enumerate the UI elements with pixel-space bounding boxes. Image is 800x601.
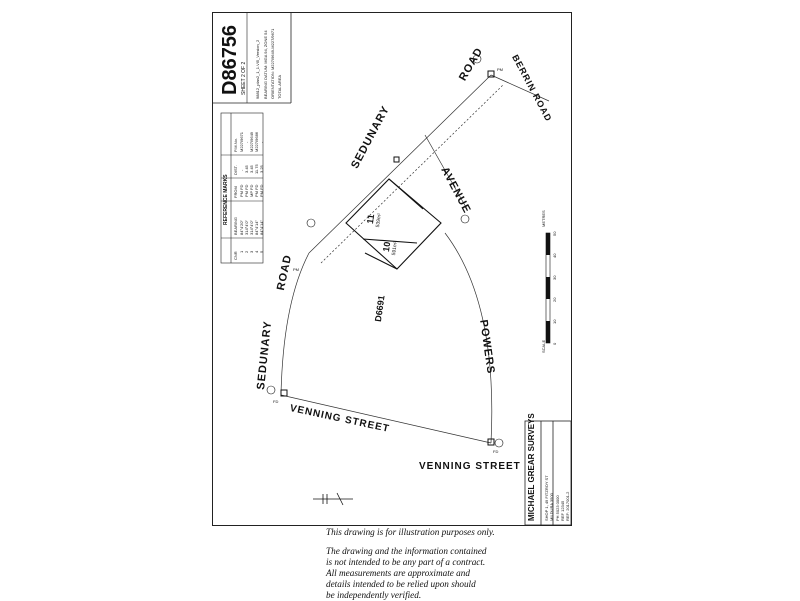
surveyor-ref: REF: 2017001-2 xyxy=(565,491,570,521)
ref-row-5-pm: - xyxy=(259,141,264,143)
datum-line-2: BEARING DATUM: MGA 94, ZONE 54 xyxy=(263,30,268,99)
venning-street-label-bottom: VENNING STREET xyxy=(419,461,521,472)
ref-header-cnr: CNR xyxy=(233,251,238,260)
disclaimer-para-line-2: is not intended to be any part of a cont… xyxy=(326,557,486,567)
survey-plan-drawing xyxy=(213,13,571,525)
fd-label-left: FD xyxy=(273,399,279,404)
plan-number: D86756 xyxy=(219,24,241,95)
disclaimer-line-1: This drawing is for illustration purpose… xyxy=(326,527,495,537)
scale-tick-30: 30 xyxy=(552,275,557,280)
scale-bar xyxy=(545,232,551,344)
allotment-boundaries xyxy=(345,178,442,270)
reference-marks-title: REFERENCE MARKS xyxy=(223,174,229,225)
survey-marks xyxy=(266,54,504,448)
surveyor-line-2: MILDURA 3500 xyxy=(549,493,554,521)
reference-marks-table-grid xyxy=(220,112,264,264)
ref-row-5-from: PM FD xyxy=(259,184,264,197)
scale-tick-0: 0 xyxy=(552,342,557,345)
datum-line-1: 98812_plan2_1_1.VI5_Version_2 xyxy=(255,39,260,99)
road-lines xyxy=(280,74,550,444)
pm-label-top: PM xyxy=(497,67,503,72)
disclaimer-para-line-5: be independently verified. xyxy=(326,590,422,600)
datum-line-3: ORIENTATION: M227/9649-M227/9671 xyxy=(270,28,275,99)
plan-sheet: D86756 SHEET 2 OF 2 98812_plan2_1_1.VI5_… xyxy=(212,12,572,526)
ref-header-from: FROM xyxy=(233,186,238,198)
pm-label-mid: PM xyxy=(293,267,299,272)
disclaimer-para-line-4: details intended to be relied upon shoul… xyxy=(326,579,476,589)
scale-tick-20: 20 xyxy=(552,297,557,302)
fd-label-bottom: FD xyxy=(493,449,499,454)
sheet-label: SHEET 2 OF 2 xyxy=(241,61,247,95)
north-arrow-icon xyxy=(313,492,353,506)
scale-tick-10: 10 xyxy=(552,319,557,324)
datum-line-4: TOTAL AREA xyxy=(277,74,282,99)
ref-row-5-cnr: 5 xyxy=(259,250,264,253)
scale-tick-40: 40 xyxy=(552,253,557,258)
ref-row-5-dist: 3.25 xyxy=(259,165,264,173)
ref-row-5-bearing: 84°4'14" xyxy=(259,220,264,235)
scale-units: METRES xyxy=(541,210,546,227)
ref-header-bearing: BEARING xyxy=(233,216,238,235)
surveyor-block-frame xyxy=(524,420,571,525)
scale-label: SCALE xyxy=(541,339,546,353)
scale-tick-50: 50 xyxy=(552,231,557,236)
surveyor-name: MICHAEL GREAR SURVEYS xyxy=(527,413,536,521)
disclaimer-para-line-1: The drawing and the information containe… xyxy=(326,546,487,556)
ref-header-pm: P.M.No. xyxy=(233,138,238,152)
disclaimer-text: This drawing is for illustration purpose… xyxy=(326,527,576,601)
disclaimer-para-line-3: All measurements are approximate and xyxy=(326,568,470,578)
ref-header-dist: DIST. xyxy=(233,165,238,175)
